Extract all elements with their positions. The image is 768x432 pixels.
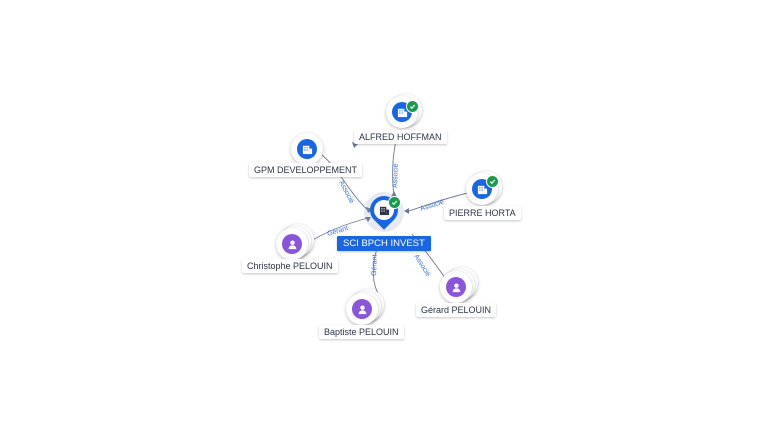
node-label-baptiste-pelouin[interactable]: Baptiste PELOUIN	[319, 325, 404, 339]
verified-check-icon	[406, 100, 419, 113]
edge-gpm[interactable]	[321, 154, 371, 213]
edge-label-baptiste: Gérant	[371, 254, 379, 276]
person-icon	[446, 277, 466, 297]
node-label-gpm-developpement[interactable]: GPM DEVELOPPEMENT	[249, 163, 363, 177]
person-icon	[352, 299, 372, 319]
building-icon	[297, 139, 317, 159]
node-label-center[interactable]: SCI BPCH INVEST	[337, 236, 431, 251]
verified-check-icon	[388, 196, 401, 209]
edge-label-alfred: Associé	[392, 163, 400, 188]
edge-label-gerard: Associé	[412, 253, 431, 278]
node-label-christophe-pelouin[interactable]: Christophe PELOUIN	[242, 259, 338, 273]
node-label-pierre-horta[interactable]: PIERRE HORTA	[444, 206, 521, 220]
person-icon	[282, 234, 302, 254]
edge-arrow	[365, 217, 371, 222]
verified-check-icon	[486, 175, 499, 188]
node-label-alfred-hoffman[interactable]: ALFRED HOFFMAN	[354, 130, 447, 144]
edge-arrow	[404, 208, 409, 214]
edge-pierre[interactable]	[405, 192, 469, 213]
edge-alfred[interactable]	[392, 139, 397, 197]
edge-arrow	[391, 191, 397, 197]
edge-label-pierre: Associé	[419, 199, 445, 213]
node-label-gerard-pelouin[interactable]: Gérard PELOUIN	[416, 303, 497, 317]
